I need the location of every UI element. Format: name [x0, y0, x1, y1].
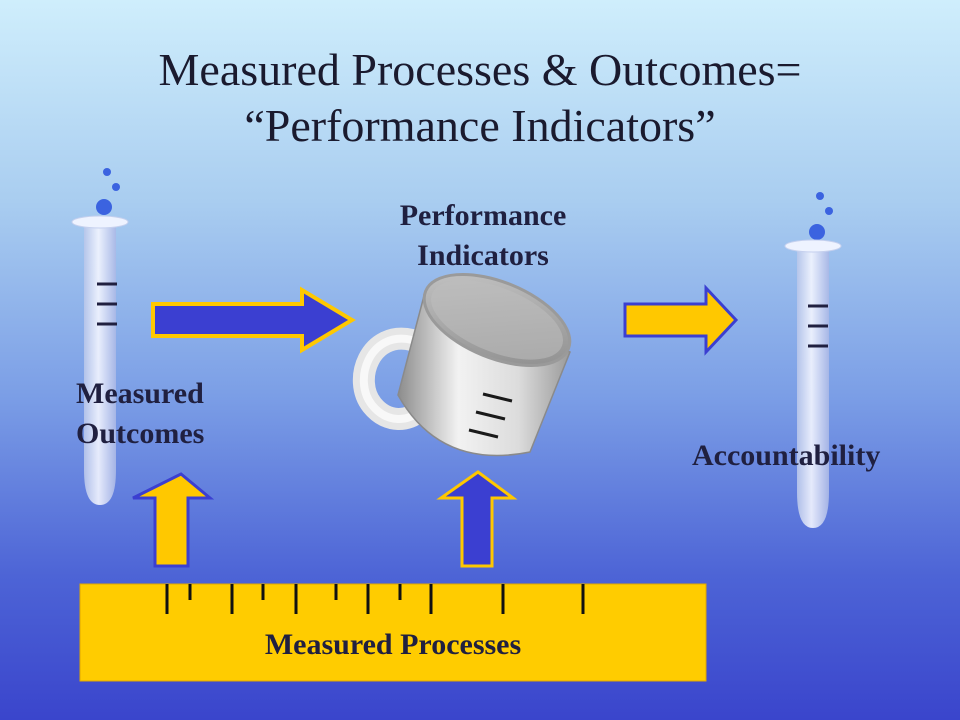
- bubble-icon: [96, 199, 112, 215]
- label-outcomes-line2: Outcomes: [76, 417, 205, 450]
- label-accountability: Accountability: [692, 439, 881, 472]
- bubble-icon: [825, 207, 833, 215]
- bubble-icon: [816, 192, 824, 200]
- label-performance-line1: Performance: [399, 199, 567, 232]
- test-tube-icon-left: [71, 168, 129, 505]
- slide-title-line1: Measured Processes & Outcomes=: [158, 44, 802, 95]
- label-performance-indicators: Performance Indicators: [380, 196, 586, 276]
- right-arrow-icon-blue: [151, 286, 356, 354]
- label-performance-line2: Indicators: [417, 239, 549, 272]
- ruler-icon: [79, 583, 707, 682]
- measuring-cup-icon: [352, 272, 572, 457]
- bubble-icon: [809, 224, 825, 240]
- test-tube-icon-right: [784, 192, 842, 528]
- up-arrow-icon-yellow: [132, 472, 215, 568]
- bubble-icon: [103, 168, 111, 176]
- label-outcomes-line1: Measured: [76, 377, 204, 410]
- bubble-icon: [112, 183, 120, 191]
- label-measured-processes: Measured Processes: [264, 628, 522, 661]
- right-arrow-icon-yellow: [623, 284, 739, 356]
- slide-title-line2: “Performance Indicators”: [244, 100, 716, 151]
- up-arrow-icon-blue: [436, 470, 518, 568]
- label-measured-outcomes: Measured Outcomes: [76, 374, 204, 454]
